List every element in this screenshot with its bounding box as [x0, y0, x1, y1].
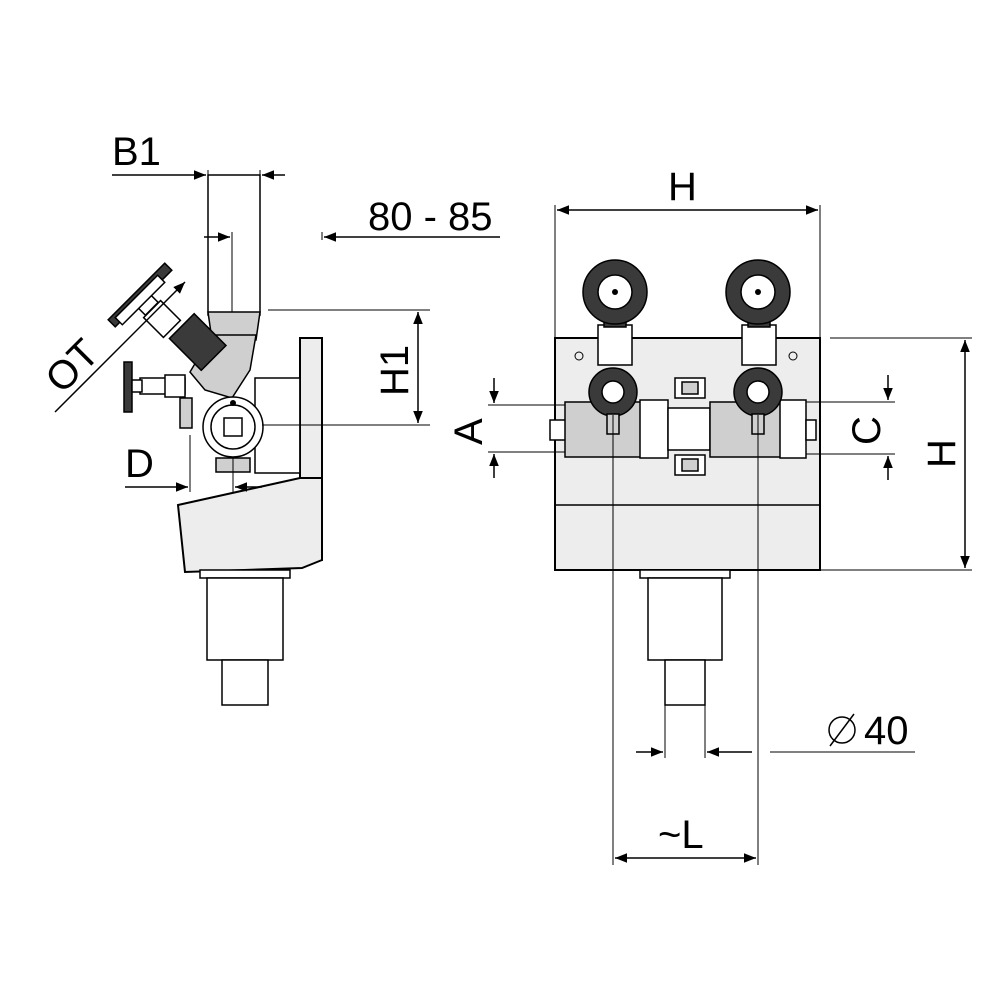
front-handwheel-left [582, 259, 648, 366]
side-small-valve [123, 361, 193, 429]
l-label: ~L [658, 813, 704, 857]
front-valve-right-small [733, 367, 783, 435]
b1-label: B1 [112, 130, 161, 174]
front-view: H A C H 40 ~L [447, 165, 972, 865]
h-top-label: H [668, 165, 697, 209]
side-view: B1 80 - 85 OT H1 D [37, 130, 500, 706]
side-handwheel [107, 262, 228, 372]
front-handwheel-right [725, 259, 791, 366]
offset-label: 80 - 85 [368, 195, 493, 239]
h-right-label: H [920, 439, 964, 468]
c-label: C [845, 416, 889, 445]
diameter-icon [828, 713, 856, 747]
diameter-label: 40 [864, 709, 909, 753]
d-label: D [125, 442, 154, 486]
ot-label: OT [37, 331, 107, 401]
a-label: A [447, 418, 491, 445]
h1-label: H1 [373, 345, 417, 396]
